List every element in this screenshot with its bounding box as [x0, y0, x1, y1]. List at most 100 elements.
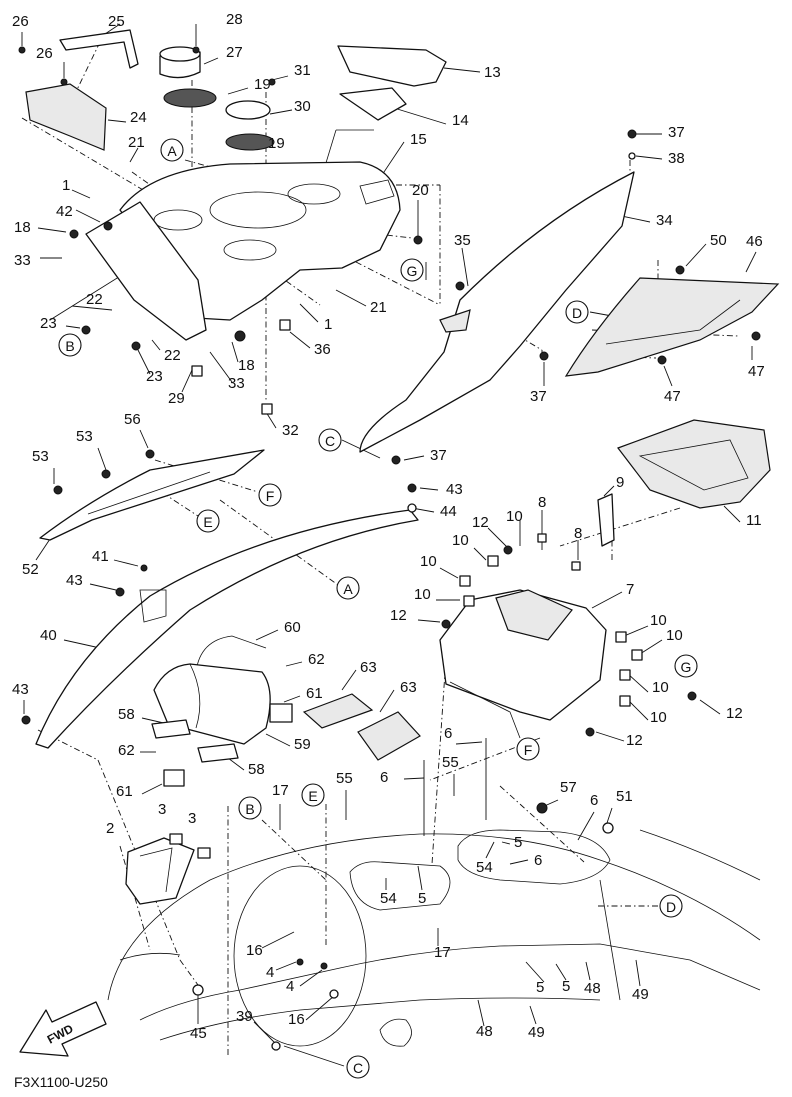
part-number-label: 6 — [444, 725, 452, 742]
part-number-label: 1 — [324, 316, 332, 333]
part-number-label: 41 — [92, 548, 109, 565]
part-number-label: 54 — [380, 890, 397, 907]
reference-marker: A — [160, 138, 184, 162]
reference-letter: A — [343, 581, 353, 597]
part-number-label: 26 — [12, 13, 29, 30]
fwd-arrow-icon — [19, 1001, 107, 1057]
part-number-label: 33 — [14, 252, 31, 269]
part-number-label: 33 — [228, 375, 245, 392]
part-number-label: 5 — [536, 979, 544, 996]
part-number-label: 17 — [272, 782, 289, 799]
part-number-label: 47 — [748, 363, 765, 380]
part-number-label: 58 — [118, 706, 135, 723]
part-number-label: 37 — [430, 447, 447, 464]
part-number-label: 48 — [584, 980, 601, 997]
part-number-label: 49 — [632, 986, 649, 1003]
reference-letter: F — [266, 488, 275, 504]
reference-circle — [346, 1055, 370, 1079]
part-number-label: 60 — [284, 619, 301, 636]
part-number-label: 6 — [590, 792, 598, 809]
part-number-label: 51 — [616, 788, 633, 805]
part-number-label: 8 — [574, 525, 582, 542]
part-number-label: 61 — [116, 783, 133, 800]
part-number-label: 47 — [664, 388, 681, 405]
reference-marker: G — [674, 654, 698, 678]
reference-letter: B — [65, 338, 74, 354]
part-number-label: 9 — [616, 474, 624, 491]
part-number-label: 61 — [306, 685, 323, 702]
part-number-label: 55 — [336, 770, 353, 787]
part-number-label: 50 — [710, 232, 727, 249]
part-number-label: 63 — [400, 679, 417, 696]
reference-circle — [336, 576, 360, 600]
part-number-label: 4 — [266, 964, 274, 981]
part-number-label: 43 — [12, 681, 29, 698]
part-number-label: 12 — [626, 732, 643, 749]
part-number-label: 57 — [560, 779, 577, 796]
part-number-label: 19 — [254, 76, 271, 93]
reference-marker: C — [346, 1055, 370, 1079]
part-number-label: 13 — [484, 64, 501, 81]
part-number-label: 11 — [746, 512, 762, 529]
part-number-label: 29 — [168, 390, 185, 407]
part-number-label: 56 — [124, 411, 141, 428]
part-number-label: 54 — [476, 859, 493, 876]
reference-letter: A — [167, 143, 177, 159]
reference-circle — [301, 783, 325, 807]
part-number-label: 21 — [370, 299, 387, 316]
reference-circle — [258, 483, 282, 507]
part-number-label: 10 — [650, 612, 667, 629]
reference-marker: D — [659, 894, 683, 918]
reference-letter: D — [572, 305, 582, 321]
part-number-label: 19 — [268, 135, 285, 152]
part-number-label: 39 — [236, 1008, 253, 1025]
reference-letter: C — [325, 433, 335, 449]
part-number-label: 59 — [294, 736, 311, 753]
part-number-label: 25 — [108, 13, 125, 30]
part-number-label: 22 — [164, 347, 181, 364]
part-number-label: 7 — [626, 581, 634, 598]
diagram-code: F3X1100-U250 — [14, 1074, 108, 1090]
reference-marker: F — [516, 737, 540, 761]
reference-circle — [160, 138, 184, 162]
part-number-label: 21 — [128, 134, 145, 151]
part-number-label: 44 — [440, 503, 457, 520]
part-number-label: 31 — [294, 62, 311, 79]
part-number-label: 58 — [248, 761, 265, 778]
part-number-label: 5 — [562, 978, 570, 995]
reference-circle — [659, 894, 683, 918]
reference-letter: G — [681, 659, 692, 675]
reference-marker: G — [400, 258, 424, 282]
part-shapes — [18, 29, 780, 1057]
reference-circle — [238, 796, 262, 820]
part-number-label: 48 — [476, 1023, 493, 1040]
reference-letter: C — [353, 1060, 363, 1076]
part-number-label: 18 — [14, 219, 31, 236]
part-number-label: 22 — [86, 291, 103, 308]
part-number-label: 5 — [418, 890, 426, 907]
part-number-label: 6 — [380, 769, 388, 786]
reference-marker: A — [336, 576, 360, 600]
part-number-label: 18 — [238, 357, 255, 374]
part-number-label: 62 — [118, 742, 135, 759]
part-number-label: 49 — [528, 1024, 545, 1041]
part-number-label: 12 — [726, 705, 743, 722]
part-number-label: 23 — [40, 315, 57, 332]
part-number-label: 20 — [412, 182, 429, 199]
part-number-label: 43 — [446, 481, 463, 498]
part-number-label: 10 — [414, 586, 431, 603]
part-number-label: 2 — [106, 820, 114, 837]
part-number-label: 27 — [226, 44, 243, 61]
part-number-label: 42 — [56, 203, 73, 220]
part-number-label: 10 — [666, 627, 683, 644]
part-number-label: 12 — [390, 607, 407, 624]
part-number-label: 32 — [282, 422, 299, 439]
reference-circle — [516, 737, 540, 761]
reference-marker: F — [258, 483, 282, 507]
part-number-label: 24 — [130, 109, 147, 126]
part-number-label: 1 — [62, 177, 70, 194]
part-number-label: 36 — [314, 341, 331, 358]
part-number-label: 35 — [454, 232, 471, 249]
